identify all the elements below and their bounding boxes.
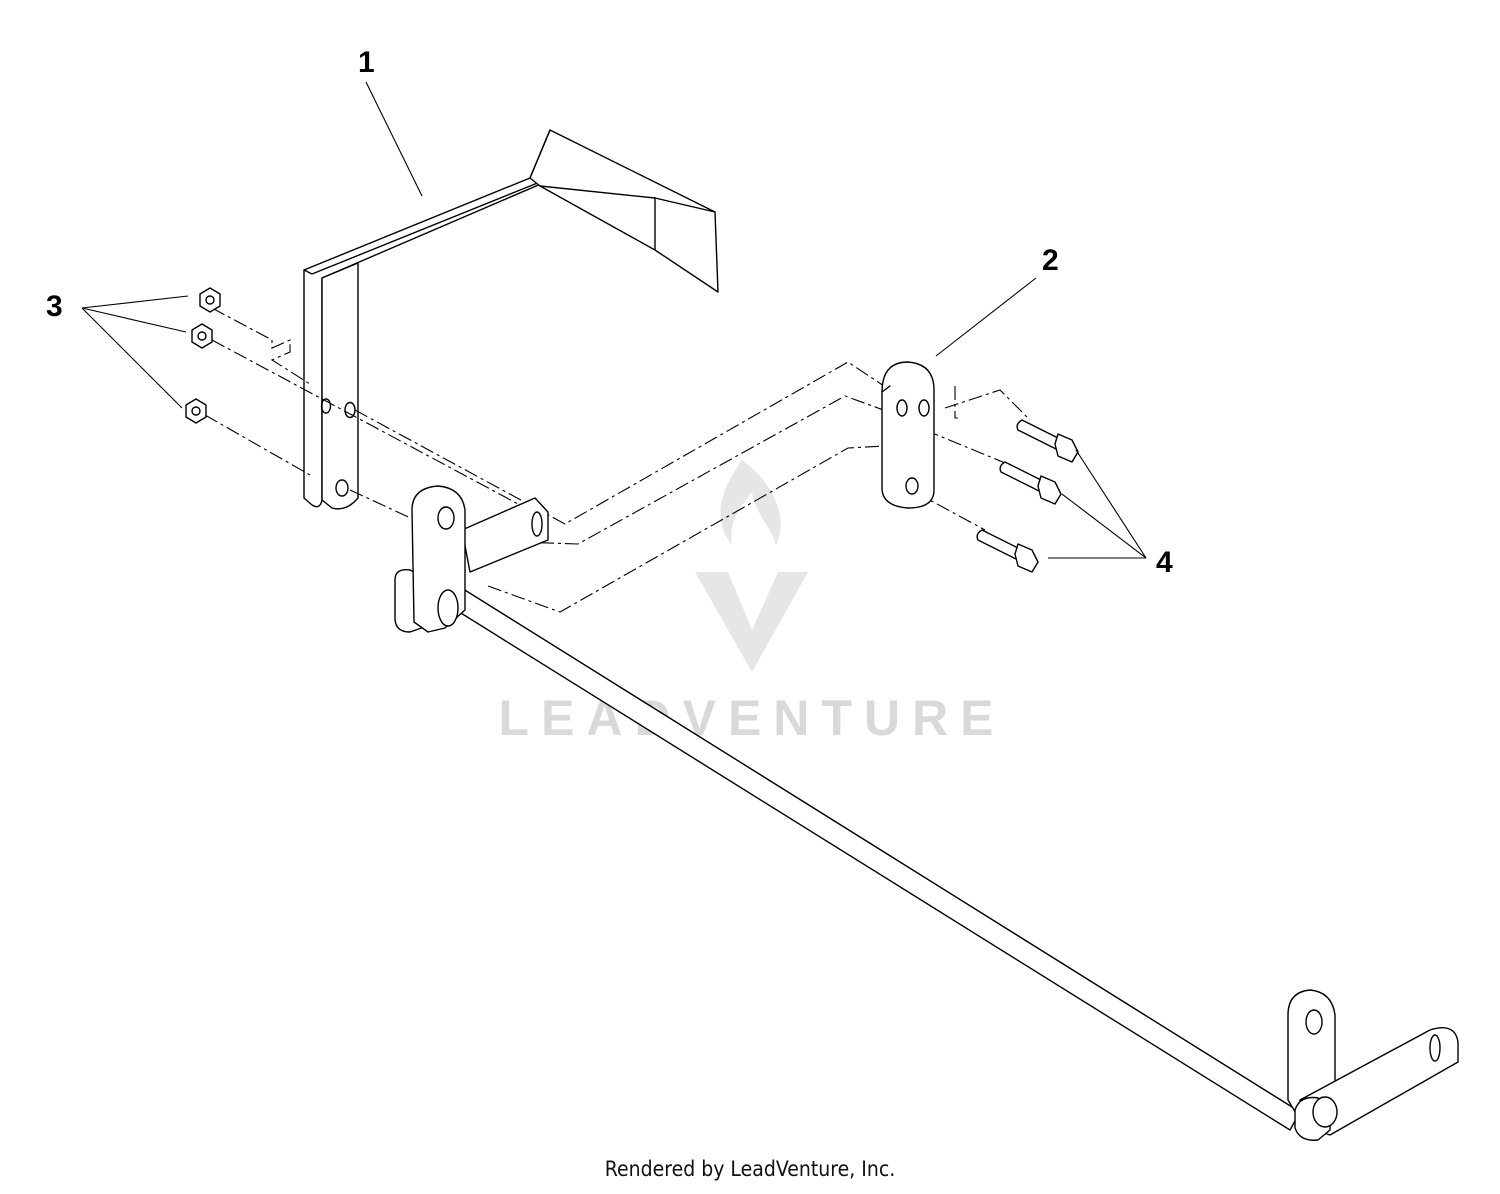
hex-nut-bottom: [185, 398, 207, 424]
hex-nuts: [185, 287, 221, 424]
hex-nut-top: [199, 287, 221, 313]
callout-3: 3: [46, 290, 63, 323]
leadventure-logo-icon: [695, 460, 808, 672]
hex-bolt-bottom: [976, 529, 1039, 573]
hex-bolt-middle: [999, 461, 1062, 505]
watermark-text: LEADVENTURE: [498, 690, 1005, 746]
watermark: LEADVENTURE: [498, 460, 1005, 746]
callout-labels: 1 2 3 4: [46, 46, 1173, 579]
callout-2: 2: [1042, 244, 1059, 277]
leader-lines: [81, 81, 1147, 559]
pivot-shaft-assembly: [394, 485, 1301, 1131]
hex-nut-middle: [191, 323, 213, 349]
bracket-plate: [881, 361, 935, 509]
right-end-bracket: [1287, 989, 1459, 1141]
callout-4: 4: [1156, 546, 1173, 579]
callout-1: 1: [358, 46, 375, 79]
footer-credit: Rendered by LeadVenture, Inc.: [604, 1157, 896, 1181]
hex-bolt-top: [1016, 419, 1079, 463]
hex-bolts: [976, 419, 1079, 573]
lever-arm: [303, 129, 719, 510]
